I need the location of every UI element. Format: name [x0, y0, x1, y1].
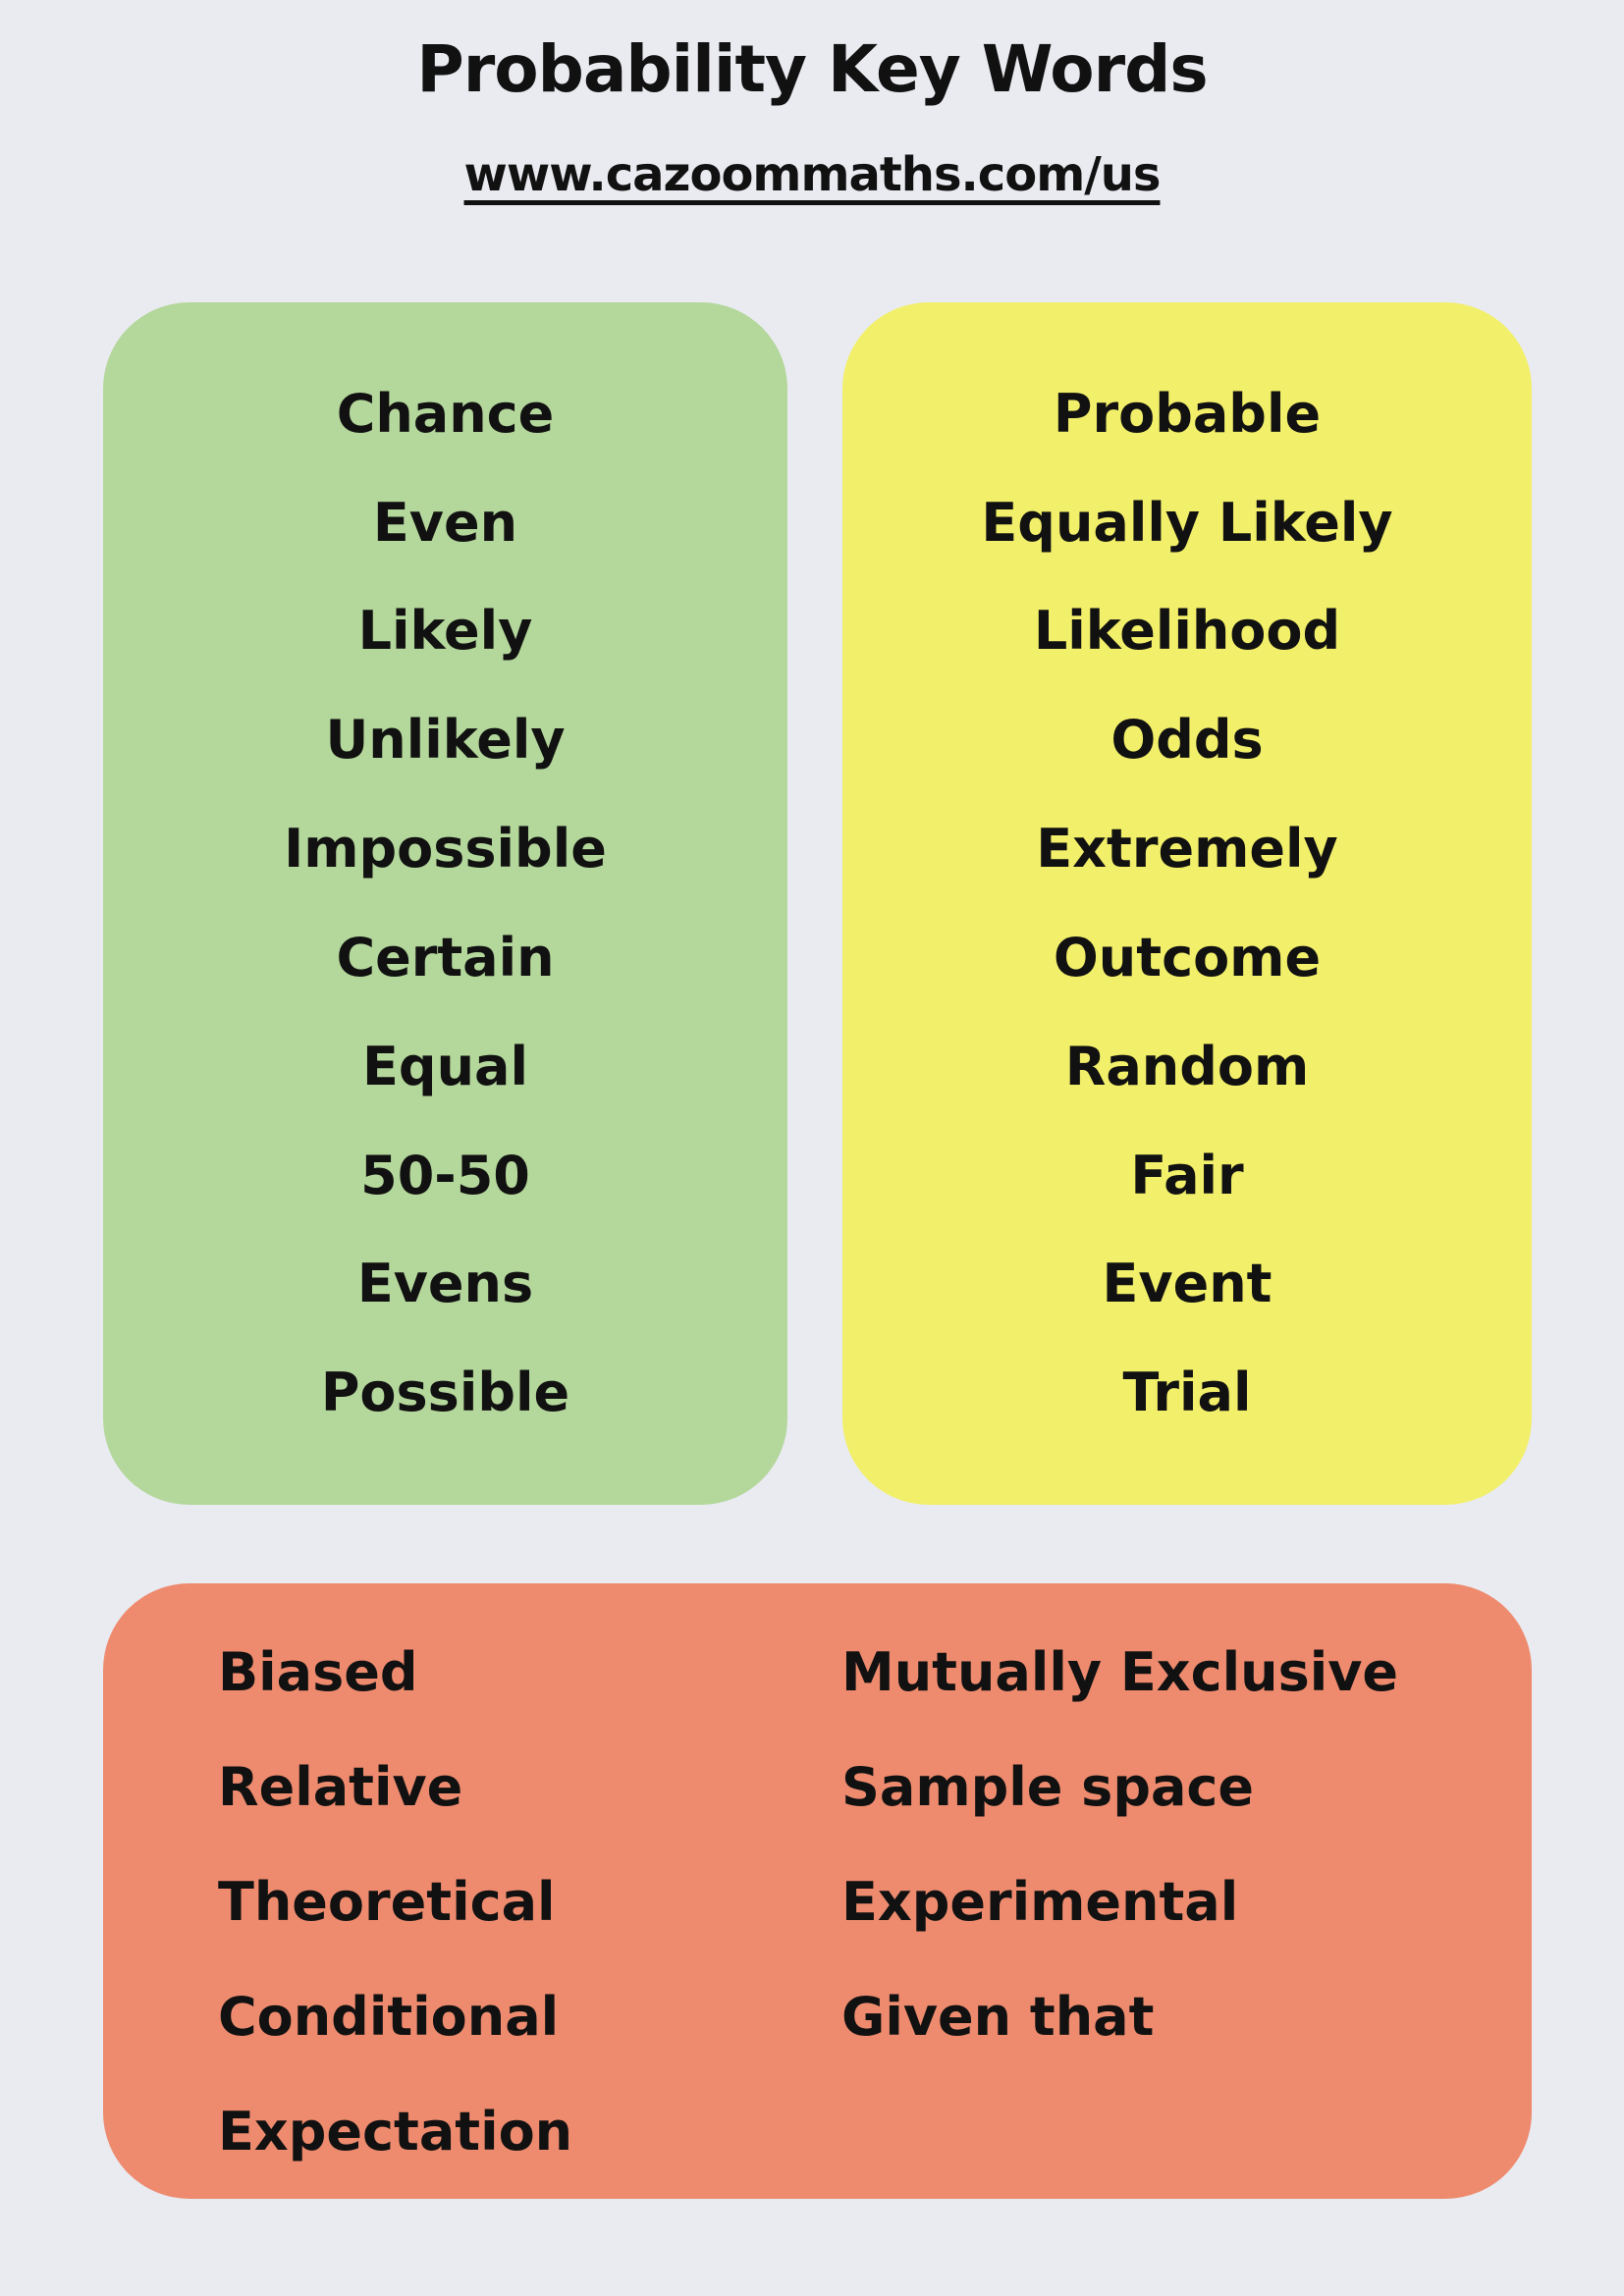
salmon-keyword: Expectation — [218, 2100, 573, 2163]
yellow-keyword: Outcome — [1053, 926, 1322, 988]
yellow-keyword: Equally Likely — [981, 491, 1393, 554]
yellow-keyword: Extremely — [1036, 818, 1338, 881]
salmon-keyword: Experimental — [841, 1870, 1239, 1933]
yellow-keyword: Probable — [1053, 382, 1322, 445]
green-keyword: Unlikely — [325, 709, 566, 772]
salmon-keyword: Given that — [841, 1985, 1155, 2048]
green-keyword: Evens — [356, 1253, 534, 1315]
green-keyword: Equal — [362, 1035, 528, 1097]
yellow-keyword: Random — [1064, 1035, 1310, 1097]
green-keyword: Possible — [320, 1362, 570, 1424]
salmon-keyword: Relative — [218, 1755, 463, 1818]
green-keyword: 50-50 — [360, 1144, 530, 1206]
green-keyword: Impossible — [284, 818, 607, 881]
page-title: Probability Key Words — [416, 31, 1208, 107]
salmon-keyword: Conditional — [218, 1985, 560, 2048]
green-keyword: Even — [372, 491, 518, 554]
salmon-keyword: Sample space — [841, 1755, 1255, 1818]
green-keyword: Likely — [357, 600, 533, 663]
green-keyword: Certain — [336, 926, 555, 988]
salmon-keyword: Mutually Exclusive — [841, 1640, 1399, 1703]
green-keyword: Chance — [336, 382, 555, 445]
yellow-keyword: Trial — [1122, 1362, 1252, 1424]
yellow-keyword: Fair — [1130, 1144, 1244, 1206]
salmon-keyword: Theoretical — [218, 1870, 556, 1933]
website-url-link[interactable]: www.cazoommaths.com/us — [463, 147, 1162, 202]
yellow-keyword: Event — [1102, 1253, 1272, 1315]
yellow-keyword: Odds — [1110, 709, 1264, 772]
yellow-keyword: Likelihood — [1033, 600, 1341, 663]
salmon-keyword: Biased — [218, 1640, 418, 1703]
